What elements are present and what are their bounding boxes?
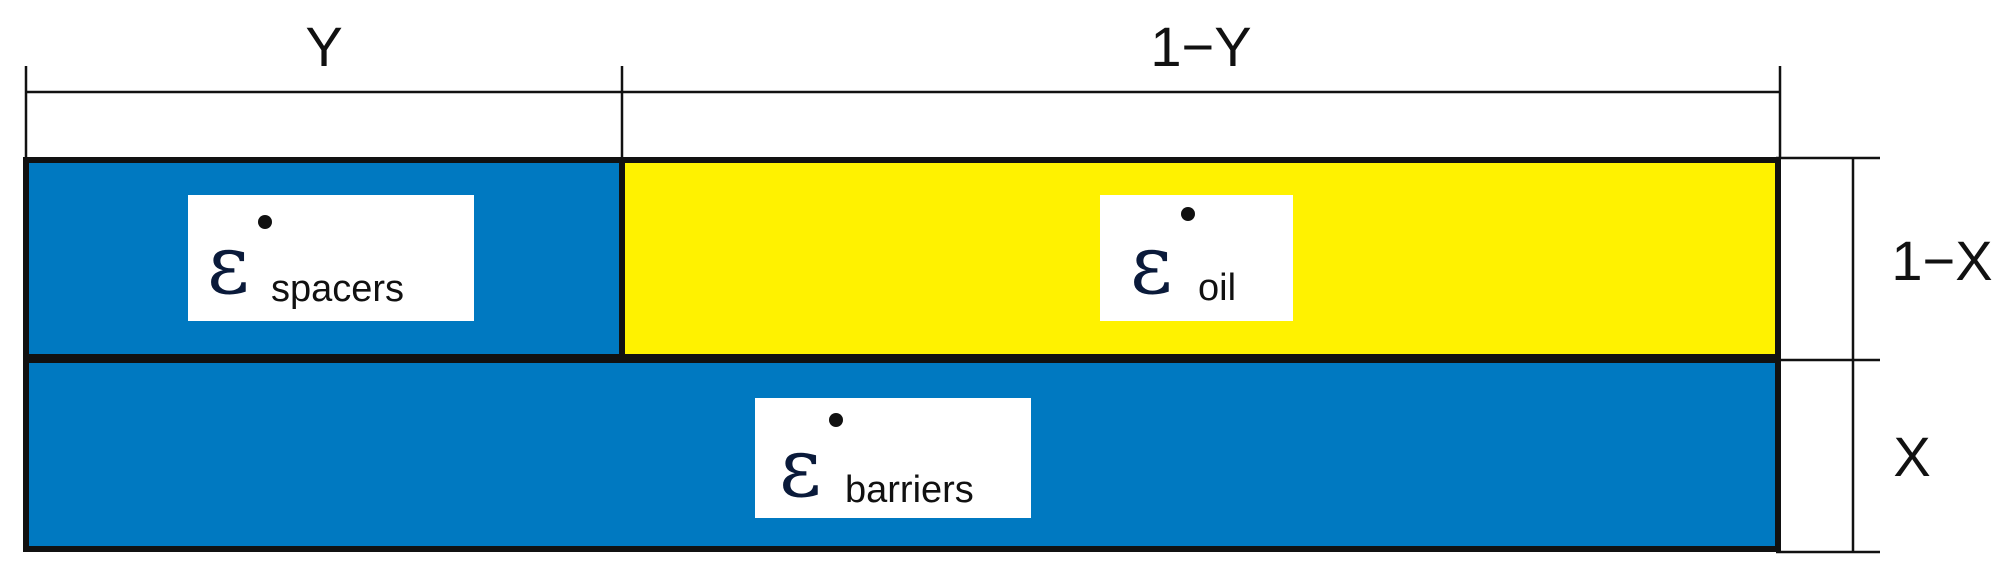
- top-dimension-bar: [24, 66, 1782, 158]
- spacers-label-box: [188, 195, 474, 321]
- spacers-complex-dot: [258, 215, 272, 229]
- dimension-label-x: X: [1893, 425, 1930, 488]
- oil-subscript: oil: [1198, 267, 1236, 309]
- oil-epsilon-symbol: ε: [1130, 218, 1172, 313]
- spacers-epsilon-symbol: ε: [207, 218, 249, 313]
- dimension-label-one-minus-x: 1−X: [1891, 229, 1992, 292]
- oil-complex-dot: [1181, 207, 1195, 221]
- oil-label: ε oil: [1100, 195, 1293, 321]
- dimension-label-y: Y: [305, 15, 342, 78]
- barriers-epsilon-symbol: ε: [779, 421, 821, 516]
- spacers-label: ε spacers: [188, 195, 474, 321]
- barriers-complex-dot: [829, 413, 843, 427]
- barriers-label: ε barriers: [755, 398, 1031, 518]
- barriers-subscript: barriers: [845, 469, 974, 511]
- spacers-subscript: spacers: [271, 268, 404, 310]
- right-dimension-bar: [1776, 156, 1880, 554]
- dimension-label-one-minus-y: 1−Y: [1150, 15, 1251, 78]
- oil-label-box: [1100, 195, 1293, 321]
- barriers-label-box: [755, 398, 1031, 518]
